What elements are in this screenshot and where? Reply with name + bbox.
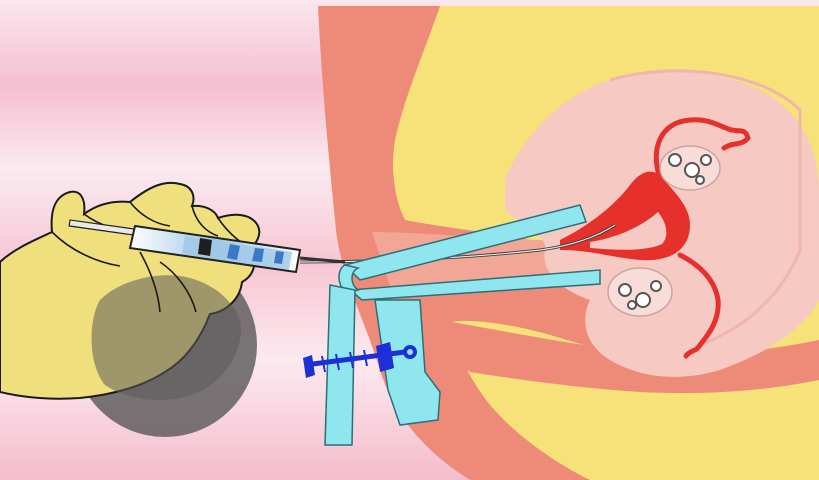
- ovary-upper: [660, 146, 720, 190]
- ovary-lower: [608, 268, 672, 316]
